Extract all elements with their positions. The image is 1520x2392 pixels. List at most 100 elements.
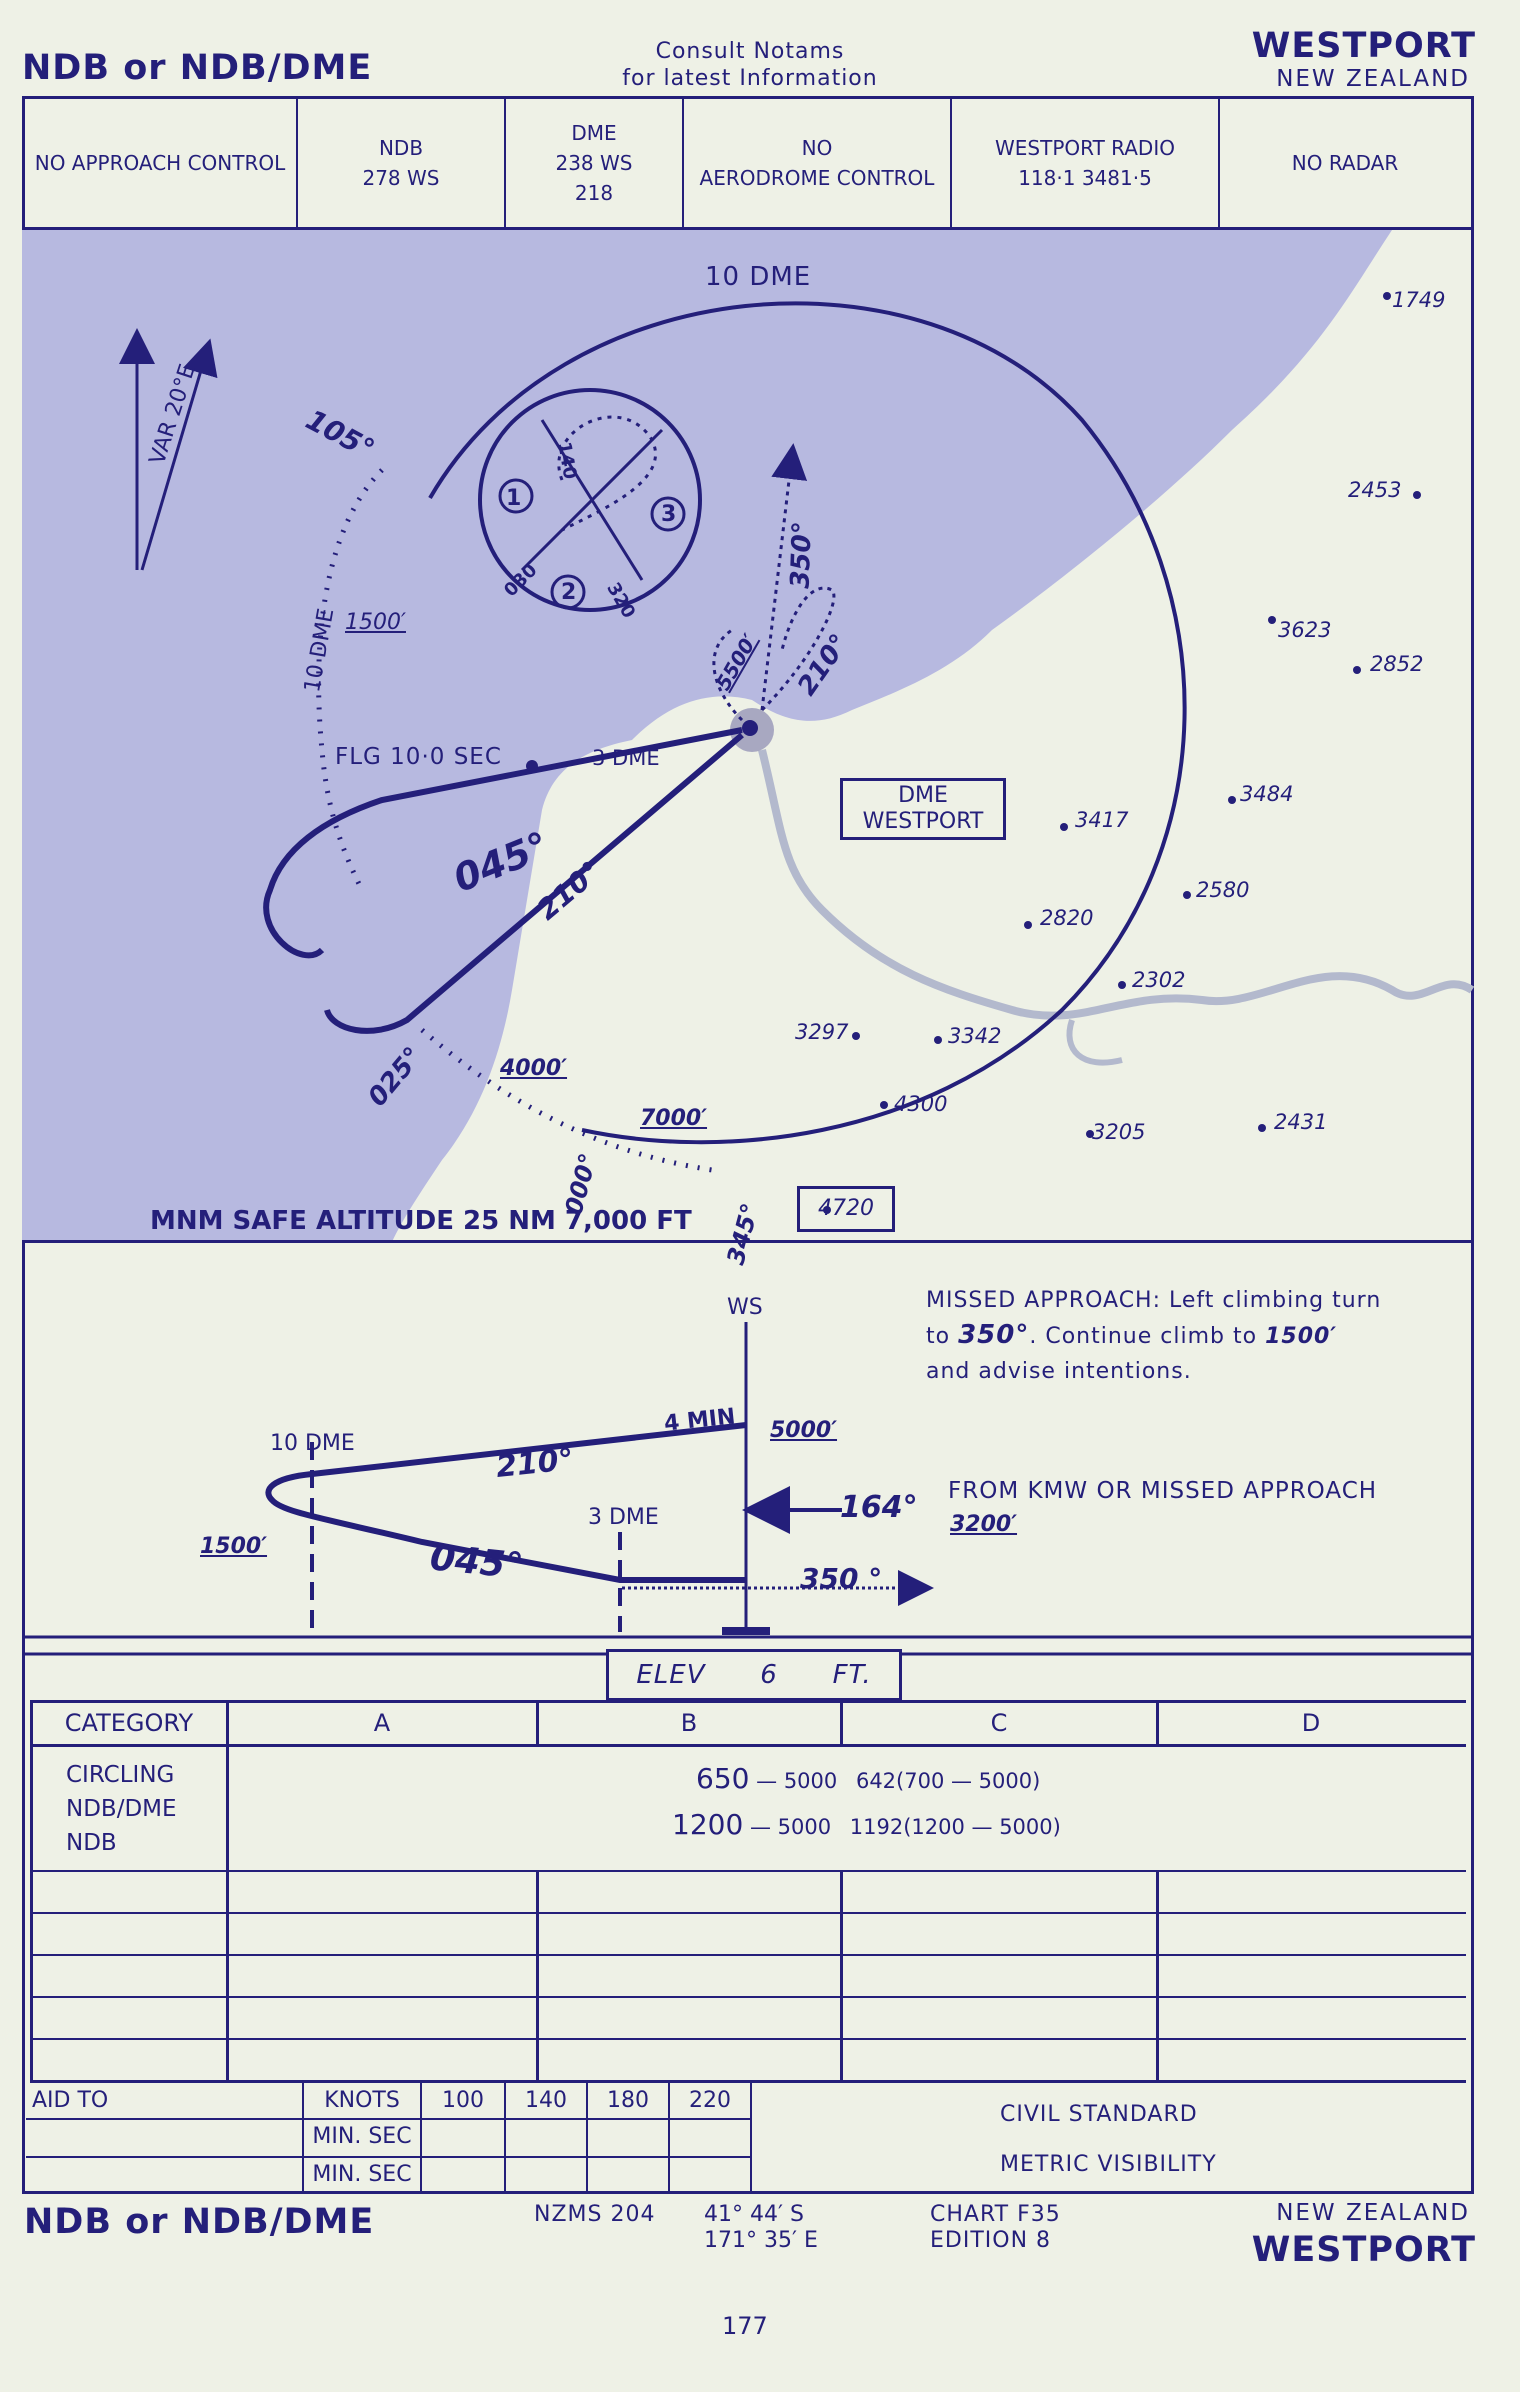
plan-view-map (22, 230, 1474, 1242)
dme-box-name: WESTPORT (862, 809, 984, 834)
row1-main: 650 (696, 1762, 750, 1795)
radar-text: NO RADAR (1291, 151, 1399, 175)
dme-label: DME (571, 121, 617, 145)
elev-unit: FT. (832, 1660, 872, 1690)
dme-box-label: DME (898, 783, 948, 808)
profile-alt-5000: 5000′ (770, 1418, 838, 1443)
radar-box: NO RADAR (1220, 98, 1470, 228)
spot-4300: 4300 (894, 1092, 948, 1116)
river (758, 749, 1474, 1020)
profile-3-dme: 3 DME (588, 1505, 659, 1530)
ndb-label: NDB (378, 136, 424, 160)
speed-100: 100 (442, 2088, 484, 2113)
missed-approach-text: MISSED APPROACH: Left climbing turn to 3… (926, 1283, 1381, 1389)
aid-table (26, 2082, 752, 2194)
altitude-7000: 7000′ (640, 1106, 708, 1131)
from-kmw-label: FROM KMW OR MISSED APPROACH (948, 1478, 1378, 1504)
category-circling: CIRCLING (66, 1762, 175, 1788)
ma-altitude: 1500′ (1265, 1324, 1338, 1349)
row2-sub: — 5000 (749, 1815, 832, 1839)
footer-title: NDB or NDB/DME (24, 2202, 375, 2242)
missed-approach-track (760, 443, 808, 711)
minima-row-1: 650 — 5000 642(700 — 5000) (696, 1762, 1040, 1795)
sector-1: 1 (506, 486, 522, 511)
aerodrome-control-box: NO AERODROME CONTROL (684, 98, 952, 228)
elevation-box: ELEV 6 FT. (606, 1649, 902, 1701)
place-name: WESTPORT (1251, 26, 1476, 66)
highest-spot-box: 4720 (797, 1186, 895, 1232)
spot-1749: 1749 (1392, 288, 1446, 312)
chart-title: NDB or NDB/DME (22, 48, 373, 88)
info-row (22, 96, 1474, 230)
profile-hdg-164: 164° (840, 1490, 918, 1525)
minima-table (30, 1700, 1466, 2083)
ws-base (722, 1627, 770, 1635)
category-ndb: NDB (66, 1830, 117, 1856)
sector-circle (478, 388, 702, 612)
inbound-track (263, 727, 743, 959)
river-branch (1066, 1019, 1123, 1066)
aid-to-label: AID TO (32, 2088, 109, 2113)
row2-main: 1200 (672, 1808, 744, 1841)
aerodrome-control-text: AERODROME CONTROL (699, 166, 935, 190)
header-d: D (1301, 1709, 1321, 1737)
notam-notice: Consult Notams for latest Information (560, 38, 940, 92)
altitude-4000: 4000′ (500, 1056, 568, 1081)
min-sec-row-2: MIN. SEC (312, 2162, 412, 2187)
header-a: A (373, 1709, 391, 1737)
plan-3-dme: 3 DME (592, 746, 660, 770)
ndb-symbol (742, 720, 758, 736)
spot-2820: 2820 (1040, 906, 1094, 930)
speed-180: 180 (607, 2088, 649, 2113)
spot-3417: 3417 (1075, 808, 1129, 832)
spot-2302: 2302 (1132, 968, 1186, 992)
altitude-1500: 1500′ (345, 610, 406, 635)
latitude: 41° 44′ S (704, 2202, 804, 2227)
dme-arc-label: 10 DME (705, 262, 812, 292)
ma-to: to (926, 1324, 951, 1349)
profile-alt-1500: 1500′ (200, 1534, 268, 1559)
var-arrow (140, 338, 218, 571)
dme-box: DME 238 WS 218 (506, 98, 684, 228)
row2-alt: 1192(1200 — 5000) (849, 1815, 1061, 1839)
elev-label: ELEV (636, 1660, 706, 1690)
profile-10-dme: 10 DME (270, 1431, 355, 1456)
map-reference: NZMS 204 (534, 2202, 656, 2227)
header-b: B (680, 1709, 698, 1737)
sector-3: 3 (661, 502, 677, 527)
row1-alt: 642(700 — 5000) (855, 1769, 1041, 1793)
chart-number: CHART F35 (930, 2202, 1061, 2227)
radio-freqs: 118·1 3481·5 (1018, 166, 1152, 190)
spot-2852: 2852 (1370, 652, 1424, 676)
profile-hdg-350: 350 ° (800, 1562, 883, 1595)
ndb-freq: 278 WS (362, 166, 440, 190)
footer-country: NEW ZEALAND (1276, 2200, 1470, 2226)
sector-2: 2 (561, 580, 577, 605)
spot-2453: 2453 (1348, 478, 1402, 502)
flg-light-label: FLG 10·0 SEC (335, 744, 502, 770)
plan-profile-divider (22, 1240, 1474, 1243)
row1-sub: — 5000 (756, 1769, 838, 1793)
profile-alt-3200: 3200′ (950, 1512, 1018, 1537)
edition: EDITION 8 (930, 2228, 1052, 2253)
notam-line-1: Consult Notams (655, 39, 845, 64)
spot-3342: 3342 (948, 1024, 1002, 1048)
aerodrome-no: NO (801, 136, 833, 160)
longitude: 171° 35′ E (704, 2228, 818, 2253)
ndb-box: NDB 278 WS (298, 98, 506, 228)
category-list: CIRCLING NDB/DME NDB (66, 1758, 177, 1860)
header-c: C (990, 1709, 1008, 1737)
spot-height-dots (526, 292, 1421, 1214)
coordinates: 41° 44′ S 171° 35′ E (704, 2202, 818, 2254)
profile-outbound (265, 1422, 747, 1583)
minima-row-2: 1200 — 5000 1192(1200 — 5000) (672, 1808, 1061, 1841)
msa-label: MNM SAFE ALTITUDE 25 NM 7,000 FT (150, 1206, 692, 1236)
chart-info: CHART F35 EDITION 8 (930, 2202, 1061, 2254)
missed-approach-line-3: and advise intentions. (926, 1359, 1192, 1384)
spot-2580: 2580 (1196, 878, 1250, 902)
notam-line-2: for latest Information (622, 66, 878, 91)
radio-box: WESTPORT RADIO 118·1 3481·5 (952, 98, 1220, 228)
dme-westport-box: DME WESTPORT (840, 778, 1006, 840)
heading-350-plan: 350° (785, 520, 818, 590)
speed-140: 140 (525, 2088, 567, 2113)
